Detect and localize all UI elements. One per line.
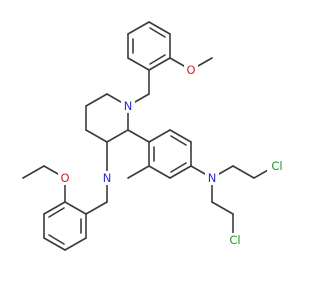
bond [64, 237, 87, 251]
bond [106, 129, 129, 143]
bond [85, 129, 108, 143]
atom-o-left: O [60, 171, 69, 185]
bond [48, 207, 65, 218]
bond [169, 165, 192, 179]
chlorine-top: Cl [267, 159, 285, 173]
bond [127, 21, 150, 35]
bond [22, 165, 45, 179]
bond [85, 201, 108, 215]
bond [85, 93, 108, 107]
bond [48, 234, 65, 245]
atom-n-aniline: N [208, 171, 217, 185]
chlorine-bottom: Cl [225, 233, 243, 247]
bond [64, 201, 87, 215]
atom-cl-bottom: Cl [229, 233, 240, 247]
nitrogen-bottom: N [100, 171, 114, 185]
bond [43, 237, 66, 251]
bond [149, 54, 166, 65]
bond [148, 165, 171, 179]
nitrogen-aniline: N [205, 171, 219, 185]
structure-diagram: N N N O O Cl Cl [22, 21, 285, 251]
bond [211, 201, 234, 215]
atom-n-bottom: N [103, 171, 112, 185]
bond [127, 57, 150, 71]
molecule-canvas: N N N O O Cl Cl [22, 21, 285, 251]
bond [127, 129, 150, 143]
nitrogen-top: N [121, 99, 135, 113]
atom-o-top: O [186, 63, 195, 77]
bond [148, 21, 171, 35]
bond [170, 162, 187, 173]
bond [127, 165, 150, 179]
bond [149, 27, 166, 38]
atom-cl-top: Cl [271, 159, 282, 173]
oxygen-left: O [58, 171, 72, 185]
oxygen-top: O [184, 63, 198, 77]
bond [232, 165, 255, 179]
bonds [22, 21, 276, 251]
bond [169, 129, 192, 143]
atom-labels: N N N O O Cl Cl [58, 63, 285, 247]
atom-n-top: N [124, 99, 133, 113]
bond [148, 57, 171, 71]
bond [43, 201, 66, 215]
bond [148, 129, 171, 143]
bond [170, 135, 187, 146]
